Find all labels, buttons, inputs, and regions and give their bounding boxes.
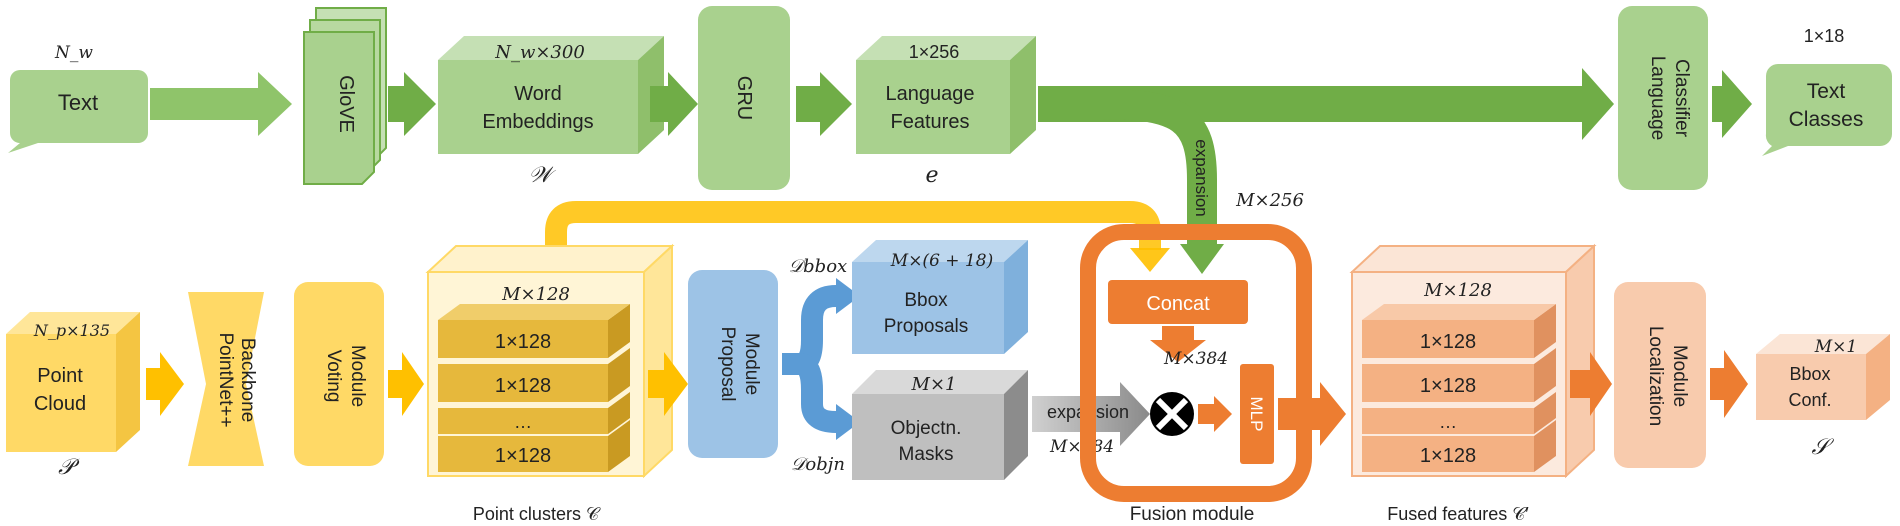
language-features-symbol: e bbox=[925, 163, 938, 188]
arrow-expansion-down bbox=[1099, 89, 1217, 248]
point-clusters-row-2: 1×128 bbox=[495, 375, 551, 397]
text-input-dim: N_w bbox=[54, 43, 93, 63]
point-clusters-row-4: 1×128 bbox=[495, 445, 551, 467]
proposal-module-node: Proposal Module bbox=[688, 270, 778, 458]
language-features-line2: Features bbox=[891, 111, 970, 133]
mlp-node bbox=[1240, 364, 1274, 464]
language-classifier-node: Language Classifier bbox=[1618, 6, 1708, 190]
bbox-proposals-dim: M×(6 + 18) bbox=[890, 251, 993, 271]
language-classifier-line2: Classifier bbox=[1671, 59, 1692, 138]
arrow-clusters-skip-to-concat bbox=[545, 201, 1161, 268]
point-clusters-row-3: … bbox=[514, 412, 532, 432]
concat-dim: M×384 bbox=[1163, 349, 1228, 369]
text-classes-line2: Classes bbox=[1789, 108, 1864, 131]
mlp-label: MLP bbox=[1247, 397, 1266, 432]
fused-features-node: M×128 1×128 1×128 … 1×128 Fused features… bbox=[1349, 243, 1597, 524]
voting-line2: Module bbox=[347, 345, 368, 407]
glove-node: GloVE bbox=[303, 7, 387, 185]
point-clusters-row-1: 1×128 bbox=[495, 331, 551, 353]
voting-line1: Voting bbox=[323, 350, 344, 403]
bbox-proposals-node: M×(6 + 18) Bbox Proposals bbox=[852, 240, 1028, 354]
objectn-masks-node: M×1 Objectn. Masks bbox=[852, 370, 1028, 480]
arrow-glove-to-embeddings bbox=[388, 72, 436, 136]
point-cloud-line1: Point bbox=[37, 365, 83, 387]
word-embeddings-line1: Word bbox=[514, 83, 561, 105]
bbox-symbol: 𝒟bbox bbox=[789, 256, 847, 277]
arrow-concat-down bbox=[1150, 326, 1206, 362]
text-classes-dim: 1×18 bbox=[1804, 26, 1845, 46]
word-embeddings-line2: Embeddings bbox=[482, 111, 593, 133]
bbox-conf-dim: M×1 bbox=[1814, 337, 1857, 357]
arrow-mult-to-mlp bbox=[1198, 396, 1232, 432]
arrow-localization-to-conf bbox=[1710, 350, 1748, 418]
point-cloud-symbol: 𝒫 bbox=[58, 455, 80, 480]
fused-features-dim: M×128 bbox=[1423, 280, 1492, 301]
fused-row-1: 1×128 bbox=[1420, 331, 1476, 353]
arrow-voting-to-clusters bbox=[388, 352, 424, 416]
language-classifier-line1: Language bbox=[1647, 56, 1668, 141]
concat-node bbox=[1108, 280, 1248, 324]
language-features-node: 1×256 Language Features e bbox=[856, 36, 1036, 188]
bbox-conf-node: M×1 Bbox Conf. 𝒮 bbox=[1756, 334, 1890, 460]
bbox-conf-line2: Conf. bbox=[1788, 390, 1831, 410]
bbox-proposals-line1: Bbox bbox=[904, 290, 948, 311]
arrow-fused-to-localization bbox=[1570, 352, 1612, 416]
arrow-text-to-glove bbox=[150, 72, 292, 136]
voting-module-node: Voting Module bbox=[294, 282, 384, 466]
objectn-symbol: 𝒟objn bbox=[791, 454, 845, 475]
fused-row-3: … bbox=[1439, 412, 1457, 432]
bbox-proposals-line2: Proposals bbox=[884, 316, 969, 337]
arrow-pc-to-backbone bbox=[146, 352, 184, 416]
text-input-node: Text N_w bbox=[8, 43, 148, 153]
backbone-node: PointNet++ Backbone bbox=[188, 292, 264, 466]
point-clusters-caption: Point clusters 𝒞 bbox=[473, 504, 601, 524]
expansion-label-top: expansion bbox=[1192, 139, 1211, 217]
backbone-line2: Backbone bbox=[237, 338, 258, 423]
fusion-module: Concat M×384 MLP Fusion module bbox=[1080, 224, 1312, 525]
expansion-dim-top: M×256 bbox=[1235, 190, 1304, 211]
bbox-conf-line1: Bbox bbox=[1789, 364, 1830, 384]
bbox-conf-symbol: 𝒮 bbox=[1811, 435, 1834, 460]
word-embeddings-symbol: 𝒲 bbox=[528, 163, 556, 188]
fused-features-caption: Fused features 𝒞′ bbox=[1387, 504, 1529, 524]
fused-row-4: 1×128 bbox=[1420, 445, 1476, 467]
word-embeddings-dim: N_w×300 bbox=[494, 42, 585, 63]
text-classes-node: 1×18 Text Classes bbox=[1762, 26, 1892, 156]
text-classes-line1: Text bbox=[1807, 80, 1846, 103]
fused-row-2: 1×128 bbox=[1420, 375, 1476, 397]
glove-label: GloVE bbox=[335, 75, 357, 133]
language-features-dim: 1×256 bbox=[909, 42, 960, 62]
point-cloud-line2: Cloud bbox=[34, 393, 86, 415]
objectn-masks-line2: Masks bbox=[899, 444, 954, 465]
arrow-clusters-to-proposal bbox=[648, 352, 688, 416]
language-features-line1: Language bbox=[886, 83, 975, 105]
point-cloud-dim: N_p×135 bbox=[33, 321, 110, 340]
arrow-proposal-to-objectn bbox=[782, 353, 840, 433]
backbone-line1: PointNet++ bbox=[215, 332, 236, 427]
fusion-caption: Fusion module bbox=[1130, 504, 1255, 525]
proposal-line1: Proposal bbox=[717, 327, 738, 402]
localization-module-node: Localization Module bbox=[1614, 282, 1706, 468]
point-clusters-dim: M×128 bbox=[501, 284, 570, 305]
arrow-embeddings-to-gru bbox=[666, 72, 698, 136]
objectn-masks-line1: Objectn. bbox=[891, 418, 962, 439]
gru-label: GRU bbox=[733, 76, 755, 120]
word-embeddings-node: N_w×300 Word Embeddings 𝒲 bbox=[438, 36, 664, 188]
proposal-line2: Module bbox=[741, 333, 762, 395]
point-clusters-node: M×128 1×128 1×128 … 1×128 Point clusters… bbox=[425, 243, 675, 524]
arrow-fusion-to-fused bbox=[1278, 382, 1346, 446]
objectn-masks-dim: M×1 bbox=[911, 374, 957, 395]
localization-line1: Localization bbox=[1645, 326, 1666, 426]
concat-label: Concat bbox=[1146, 293, 1210, 315]
point-cloud-node: N_p×135 Point Cloud 𝒫 bbox=[6, 312, 140, 480]
gru-node: GRU bbox=[698, 6, 790, 190]
arrow-classifier-to-classes bbox=[1712, 70, 1752, 138]
localization-line2: Module bbox=[1669, 345, 1690, 407]
text-input-label: Text bbox=[58, 90, 98, 115]
arrow-gru-to-features bbox=[796, 72, 852, 136]
